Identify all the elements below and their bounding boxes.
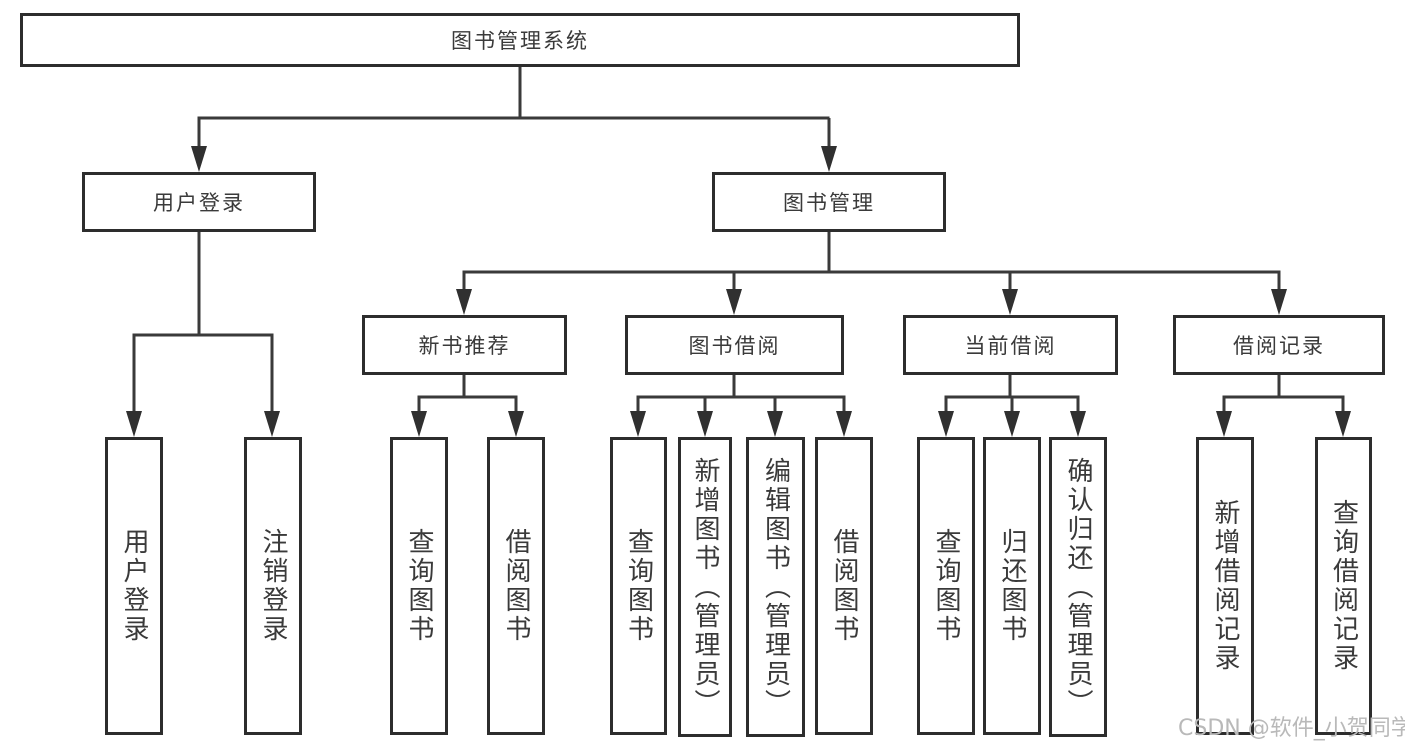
arrow-down-icon <box>1070 411 1086 437</box>
node-borrowing-records: 借阅记录 <box>1173 315 1385 375</box>
leaf-recommend-query-books: 查询图书 <box>390 437 448 735</box>
node-book-management: 图书管理 <box>712 172 946 232</box>
node-user-login: 用户登录 <box>82 172 316 232</box>
leaf-add-books-admin: 新增图书（管理员） <box>678 437 732 737</box>
arrow-down-icon <box>697 411 713 437</box>
node-label: 用户登录 <box>153 191 245 215</box>
node-label: 图书借阅 <box>688 334 781 358</box>
arrow-down-icon <box>938 411 954 437</box>
node-label: 借阅记录 <box>1233 334 1325 358</box>
node-label: 新书推荐 <box>418 334 511 358</box>
node-label: 新增图书（管理员） <box>690 456 720 718</box>
node-label: 注销登录 <box>258 528 288 644</box>
node-label: 确认归还（管理员） <box>1063 456 1093 718</box>
leaf-current-query-books: 查询图书 <box>917 437 975 735</box>
leaf-logout: 注销登录 <box>244 437 302 735</box>
arrow-down-icon <box>1335 411 1351 437</box>
arrowheads <box>126 146 1351 437</box>
leaf-recommend-borrow-books: 借阅图书 <box>487 437 545 735</box>
arrow-down-icon <box>191 146 207 172</box>
node-current-borrowing: 当前借阅 <box>903 315 1118 375</box>
node-label: 图书管理系统 <box>451 29 589 53</box>
leaf-return-books: 归还图书 <box>983 437 1041 735</box>
arrow-down-icon <box>126 411 142 437</box>
node-label: 图书管理 <box>783 191 875 215</box>
node-label: 借阅图书 <box>501 528 531 644</box>
arrow-down-icon <box>726 289 742 315</box>
connector-paths <box>132 67 1345 415</box>
node-label: 新增借阅记录 <box>1210 499 1240 673</box>
node-library-management-system: 图书管理系统 <box>20 13 1020 67</box>
node-label: 查询图书 <box>931 528 961 644</box>
leaf-borrowing-query-books: 查询图书 <box>610 437 667 735</box>
leaf-edit-books-admin: 编辑图书（管理员） <box>746 437 805 737</box>
arrow-down-icon <box>630 411 646 437</box>
arrow-down-icon <box>836 411 852 437</box>
arrow-down-icon <box>456 289 472 315</box>
arrow-down-icon <box>767 411 783 437</box>
arrow-down-icon <box>508 411 524 437</box>
node-book-borrowing: 图书借阅 <box>625 315 844 375</box>
arrow-down-icon <box>1004 411 1020 437</box>
arrow-down-icon <box>1002 289 1018 315</box>
arrow-down-icon <box>1216 411 1232 437</box>
node-label: 借阅图书 <box>829 528 859 644</box>
node-label: 归还图书 <box>997 528 1027 644</box>
arrow-down-icon <box>1271 289 1287 315</box>
leaf-confirm-return-admin: 确认归还（管理员） <box>1049 437 1107 737</box>
node-label: 查询图书 <box>623 528 654 644</box>
node-new-book-recommend: 新书推荐 <box>362 315 567 375</box>
arrow-down-icon <box>821 146 837 172</box>
leaf-user-login: 用户登录 <box>105 437 163 735</box>
node-label: 编辑图书（管理员） <box>760 456 791 718</box>
node-label: 查询借阅记录 <box>1328 499 1359 673</box>
leaf-borrowing-borrow-books: 借阅图书 <box>815 437 873 735</box>
node-label: 用户登录 <box>119 528 149 644</box>
node-label: 查询图书 <box>404 528 434 644</box>
arrow-down-icon <box>264 411 280 437</box>
leaf-query-borrow-record: 查询借阅记录 <box>1315 437 1372 735</box>
arrow-down-icon <box>411 411 427 437</box>
leaf-add-borrow-record: 新增借阅记录 <box>1196 437 1254 735</box>
node-label: 当前借阅 <box>964 334 1057 358</box>
